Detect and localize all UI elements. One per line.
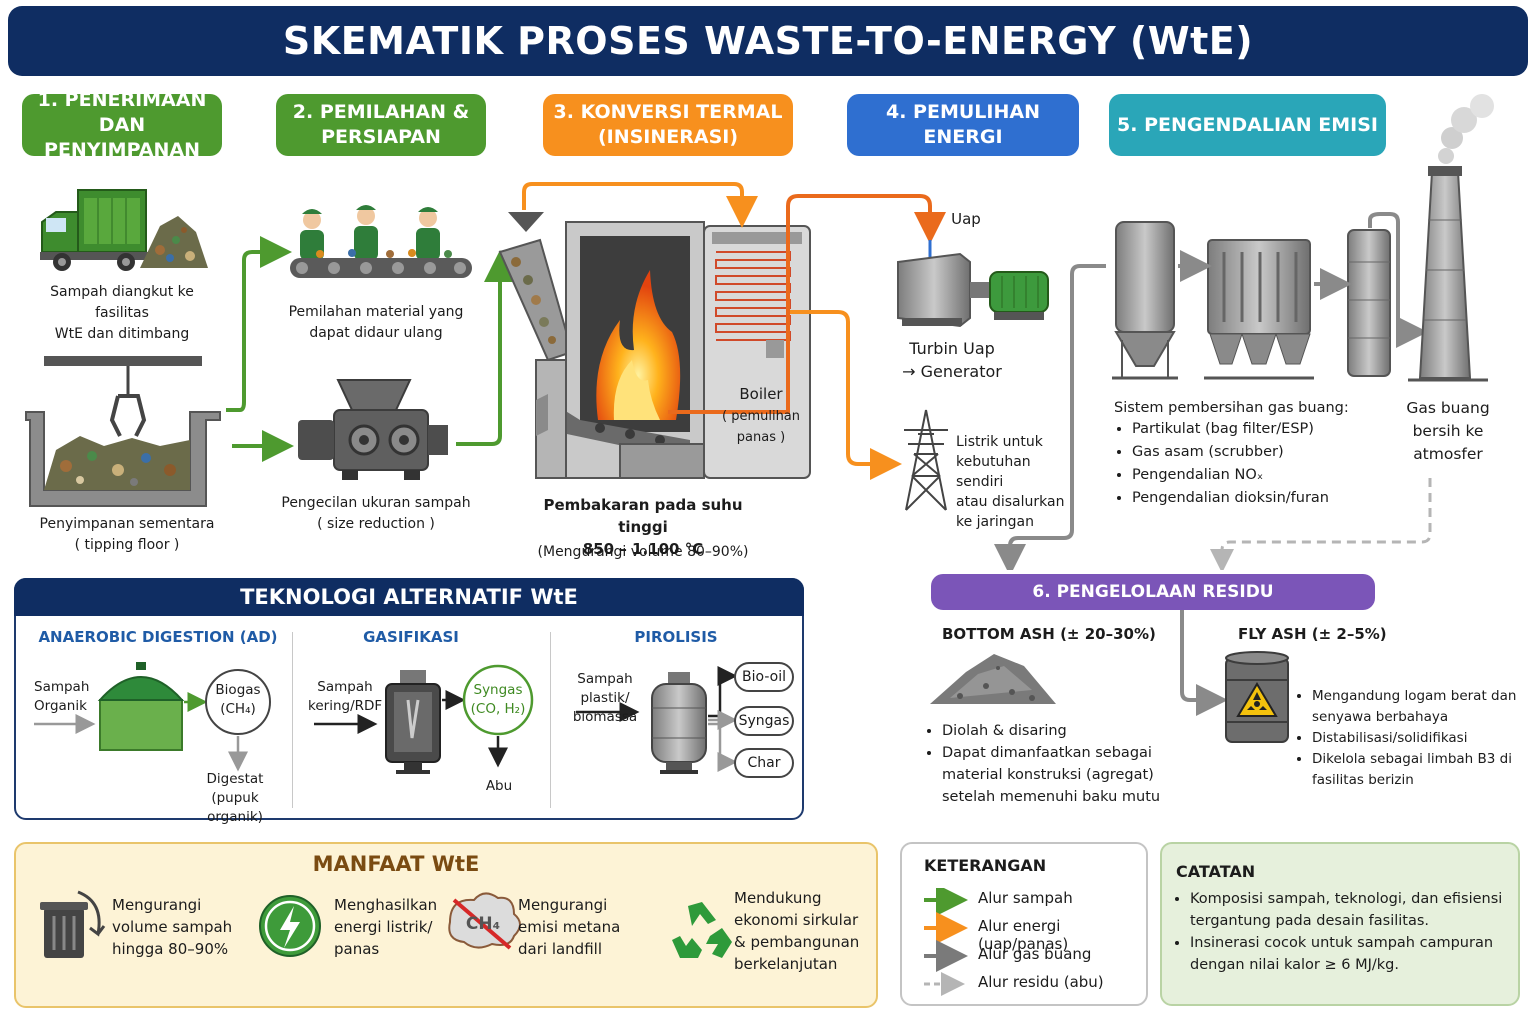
legend-item-flue-gas: Alur gas buang bbox=[978, 945, 1092, 963]
bottom-ash-item: Diolah & disaring bbox=[942, 720, 1164, 742]
alternative-tech-panel: TEKNOLOGI ALTERNATIF WtE ANAEROBIC DIGES… bbox=[14, 578, 804, 825]
no-methane-icon bbox=[448, 892, 521, 950]
digester-icon bbox=[97, 662, 185, 751]
bottom-ash-title: BOTTOM ASH (± 20–30%) bbox=[942, 625, 1156, 643]
benefit-circular-economy: Mendukung ekonomi sirkular & pembangunan… bbox=[734, 889, 860, 973]
gas-cleaning-item: Pengendalian dioksin/furan bbox=[1132, 487, 1384, 510]
legend-heading: KETERANGAN bbox=[924, 856, 1047, 875]
gas-cleaning-item: Gas asam (scrubber) bbox=[1132, 441, 1384, 464]
alternative-tech-heading: TEKNOLOGI ALTERNATIF WtE bbox=[14, 578, 804, 616]
note-item: Komposisi sampah, teknologi, dan efisien… bbox=[1190, 888, 1508, 932]
biogas-label: Biogas(CH₄) bbox=[215, 682, 261, 717]
benefit-energy: Menghasilkan energi listrik/ panas bbox=[334, 896, 438, 958]
stage-4-header: 4. PEMULIHAN ENERGI bbox=[847, 94, 1079, 156]
gas-cleaning-title: Sistem pembersihan gas buang: bbox=[1114, 400, 1349, 416]
digestate-label: Digestat(pupuk organik) bbox=[206, 771, 264, 825]
legend-item-residue: Alur residu (abu) bbox=[978, 973, 1104, 991]
lightning-energy-icon bbox=[259, 895, 321, 957]
process-illustration bbox=[25, 94, 1494, 570]
notes-heading: CATATAN bbox=[1176, 862, 1256, 881]
note-item: Insinerasi cocok untuk sampah campuran d… bbox=[1190, 932, 1508, 976]
stage-6-header: 6. PENGELOLAAN RESIDU bbox=[931, 574, 1375, 610]
pyrolysis-reactor-icon bbox=[651, 672, 707, 774]
residue-illustration bbox=[930, 610, 1289, 743]
stage-5-header: 5. PENGENDALIAN EMISI bbox=[1109, 94, 1386, 156]
chimney-stack-icon bbox=[1408, 94, 1494, 382]
volume-reduction-caption: (Mengurangi volume 80–90%) bbox=[537, 544, 749, 560]
benefit-methane: Mengurangi emisi metana dari landfill bbox=[518, 896, 621, 958]
turbine-caption: Turbin Uap→ Generator bbox=[902, 339, 1002, 381]
legend-item-energy: Alur energi (uap/panas) bbox=[978, 917, 1069, 953]
sorting-conveyor-icon bbox=[290, 205, 472, 278]
bio-oil-output: Bio-oil bbox=[734, 662, 794, 692]
gas-cleaning-list: Sistem pembersihan gas buang: Partikulat… bbox=[1114, 400, 1384, 510]
gas-cleaning-item: Pengendalian NOₓ bbox=[1132, 464, 1384, 487]
notes-panel: CATATAN Komposisi sampah, teknologi, dan… bbox=[1160, 842, 1520, 1006]
page-title: SKEMATIK PROSES WASTE-TO-ENERGY (WtE) bbox=[8, 6, 1528, 76]
stage-3-header: 3. KONVERSI TERMAL (INSINERASI) bbox=[543, 94, 793, 156]
char-output: Char bbox=[734, 748, 794, 778]
fly-ash-item: Mengandung logam berat dan senyawa berba… bbox=[1312, 686, 1524, 728]
storage-pit-icon bbox=[25, 356, 221, 507]
incinerator-icon bbox=[498, 212, 811, 479]
steam-label: Uap bbox=[951, 210, 981, 228]
trash-bin-icon bbox=[40, 890, 106, 958]
ash-label: Abu bbox=[485, 778, 513, 794]
steam-turbine-icon bbox=[897, 240, 1049, 328]
recycle-icon bbox=[672, 902, 732, 958]
gas-cleaning-icon bbox=[1112, 221, 1391, 380]
pyrolysis-title: PIROLISIS bbox=[634, 628, 718, 646]
legend-panel: KETERANGAN Alur sampah Alur energi (uap/… bbox=[900, 842, 1148, 1006]
bottom-ash-list: Diolah & disaring Dapat dimanfaatkan seb… bbox=[924, 720, 1164, 808]
transmission-tower-icon bbox=[904, 409, 948, 511]
alt-tech-illustration bbox=[34, 662, 738, 774]
fly-ash-list: Mengandung logam berat dan senyawa berba… bbox=[1294, 686, 1524, 791]
benefits-heading: MANFAAT WtE bbox=[312, 852, 480, 876]
stage-2-header: 2. PEMILAHAN & PERSIAPAN bbox=[276, 94, 486, 156]
ad-title: ANAEROBIC DIGESTION (AD) bbox=[38, 628, 278, 646]
methane-label: CH₄ bbox=[465, 914, 501, 934]
shredder-icon bbox=[298, 379, 448, 480]
garbage-truck-icon bbox=[40, 189, 208, 271]
gasification-title: GASIFIKASI bbox=[363, 628, 459, 646]
pit-caption: Penyimpanan sementara( tipping floor ) bbox=[39, 516, 215, 553]
stage-1-header: 1. PENERIMAAN DAN PENYIMPANAN bbox=[22, 89, 222, 161]
benefit-volume-reduction: Mengurangi volume sampah hingga 80–90% bbox=[112, 896, 233, 958]
syngas-output: Syngas bbox=[734, 706, 794, 736]
fly-ash-item: Dikelola sebagai limbah B3 di fasilitas … bbox=[1312, 749, 1524, 791]
shredder-caption: Pengecilan ukuran sampah( size reduction… bbox=[281, 495, 471, 532]
syngas-label: Syngas(CO, H₂) bbox=[470, 682, 526, 717]
gasifier-icon bbox=[385, 670, 441, 774]
fly-ash-item: Distabilisasi/solidifikasi bbox=[1312, 728, 1524, 749]
gas-cleaning-item: Partikulat (bag filter/ESP) bbox=[1132, 418, 1384, 441]
legend-item-waste: Alur sampah bbox=[978, 889, 1073, 907]
bottom-ash-item: Dapat dimanfaatkan sebagai material kons… bbox=[942, 742, 1164, 808]
bottom-ash-pile-icon bbox=[930, 654, 1056, 704]
fly-ash-title: FLY ASH (± 2–5%) bbox=[1238, 625, 1387, 643]
hazardous-drum-icon bbox=[1225, 651, 1289, 743]
benefits-panel: MANFAAT WtE CH₄ Mengurangi volume sampah… bbox=[14, 842, 878, 1008]
